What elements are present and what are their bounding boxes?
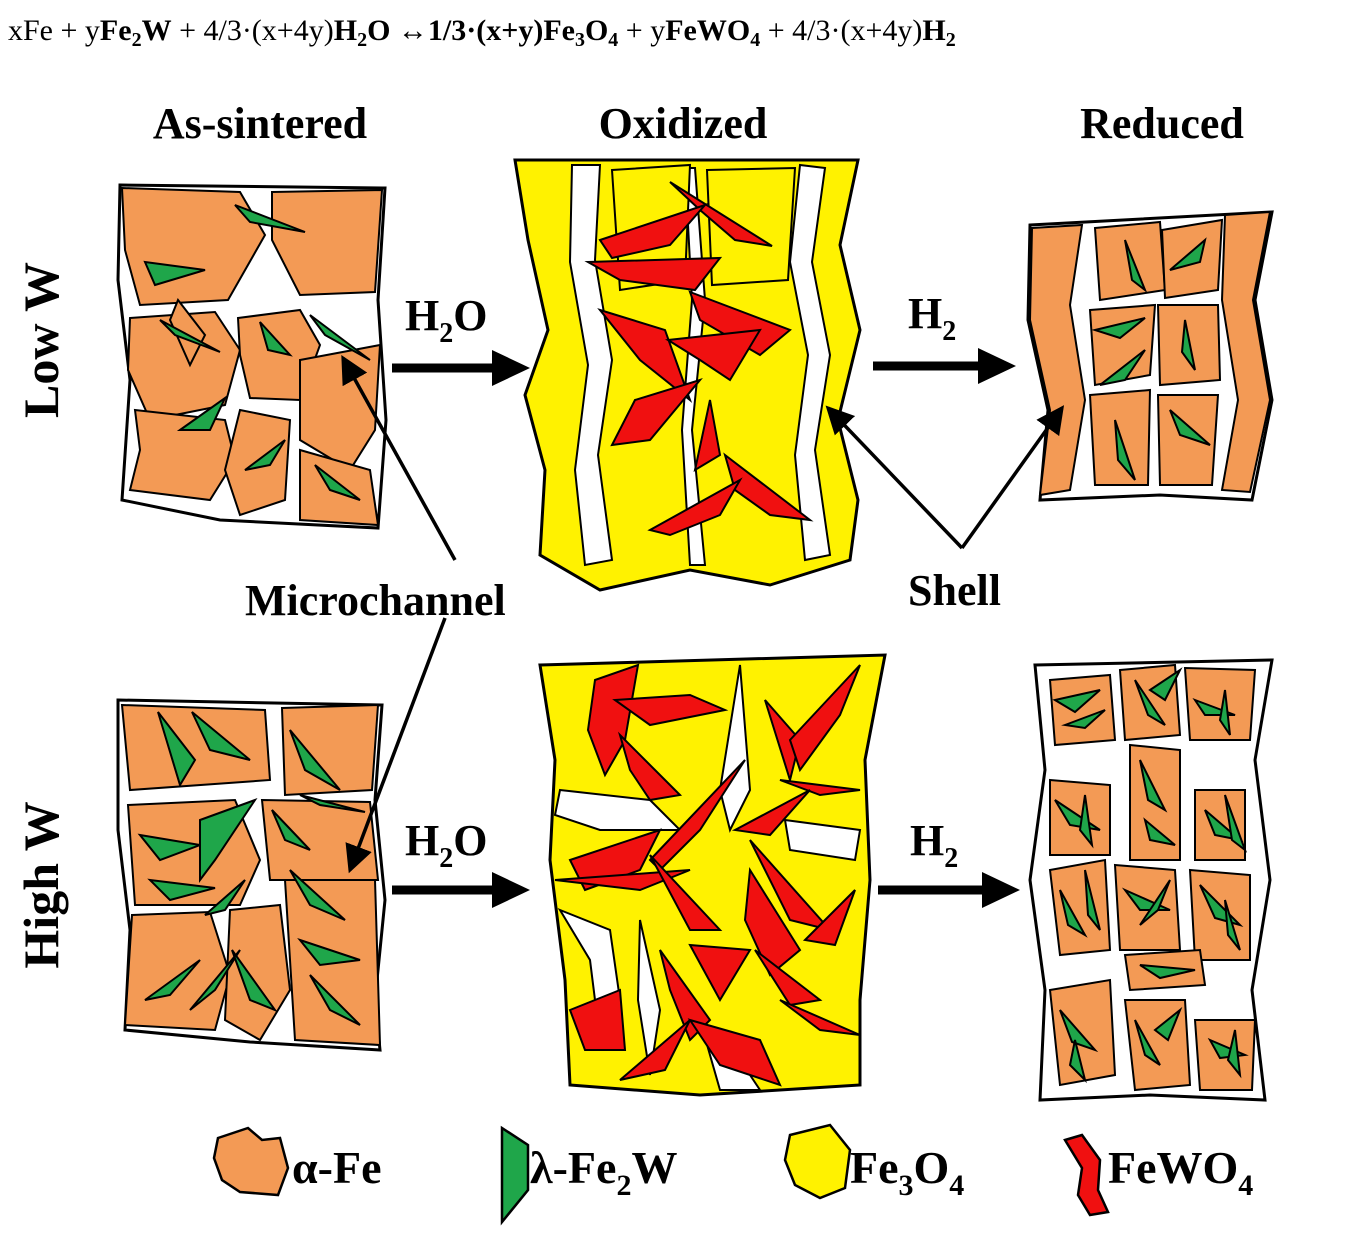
column-header-reduced: Reduced: [1080, 99, 1244, 148]
legend-swatch-fewo4: [1063, 1133, 1110, 1217]
microchannel-pointer-lower: [345, 617, 447, 874]
row-label-low-w: Low W: [13, 262, 69, 418]
oxidation-label-low-w: H2O: [405, 291, 487, 349]
reaction-equation: xFe + yFe2W + 4/3·(x+4y)H2O ↔1/3·(x+y)Fe…: [8, 14, 956, 51]
microchannel-pointer-upper: [341, 354, 457, 561]
oxidation-arrow-low-w: [392, 350, 530, 386]
column-header-as-sintered: As-sintered: [153, 99, 367, 148]
low-w-oxidized-sample: [513, 158, 862, 592]
legend-swatch-fe3o4: [783, 1123, 852, 1200]
legend-swatch-fe2w: [500, 1125, 530, 1226]
low-w-as-sintered-sample: [116, 183, 388, 530]
oxidation-arrow-high-w: [392, 872, 530, 908]
reduction-label-high-w: H2: [910, 816, 958, 874]
low-w-reduced-sample: [1026, 210, 1274, 502]
legend: α-Fe λ-Fe2W Fe3O4 FeWO4: [212, 1123, 1253, 1226]
reduction-label-low-w: H2: [908, 289, 956, 347]
reduction-arrow-low-w: [873, 348, 1016, 384]
legend-label-fe2w: λ-Fe2W: [530, 1142, 677, 1202]
oxidation-label-high-w: H2O: [405, 816, 487, 874]
legend-swatch-alpha-fe: [212, 1126, 290, 1197]
high-w-oxidized-sample: [538, 653, 887, 1097]
reduction-arrow-high-w: [878, 872, 1020, 908]
column-header-oxidized: Oxidized: [599, 99, 768, 148]
legend-label-fe3o4: Fe3O4: [850, 1142, 964, 1202]
microchannel-label: Microchannel: [245, 576, 506, 625]
legend-label-fewo4: FeWO4: [1108, 1142, 1253, 1202]
high-w-as-sintered-sample: [116, 698, 387, 1052]
shell-label: Shell: [908, 566, 1001, 615]
shell-pointer-reduced: [960, 405, 1065, 550]
row-label-high-w: High W: [13, 801, 69, 968]
shell-pointer-oxidized: [825, 405, 964, 550]
high-w-reduced-sample: [1028, 658, 1274, 1102]
legend-label-alpha-fe: α-Fe: [292, 1142, 382, 1193]
